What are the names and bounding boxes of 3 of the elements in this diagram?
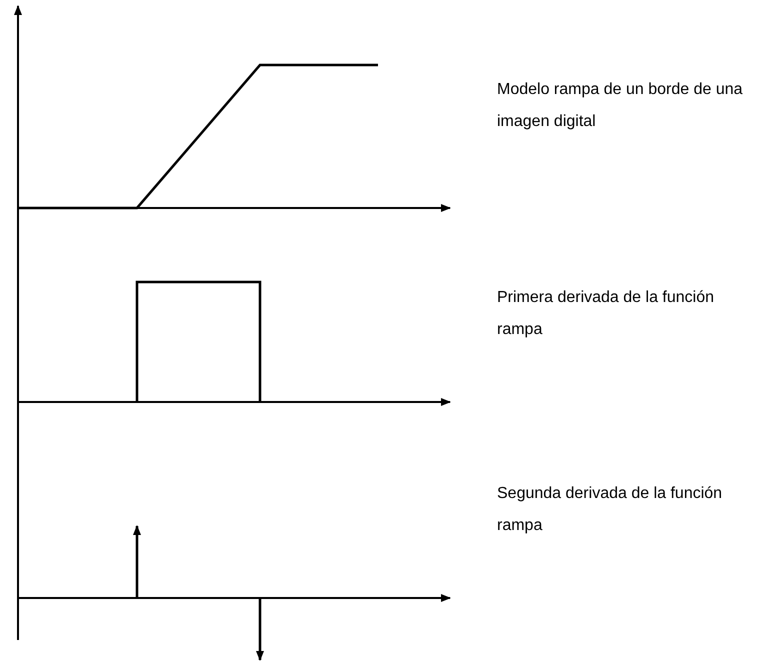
plot-caption: Primera derivada de la función rampa [497,288,716,340]
plot-caption: Segunda derivada de la función rampa [497,484,724,536]
plot-caption: Modelo rampa de un borde de una imagen digital [497,80,744,132]
